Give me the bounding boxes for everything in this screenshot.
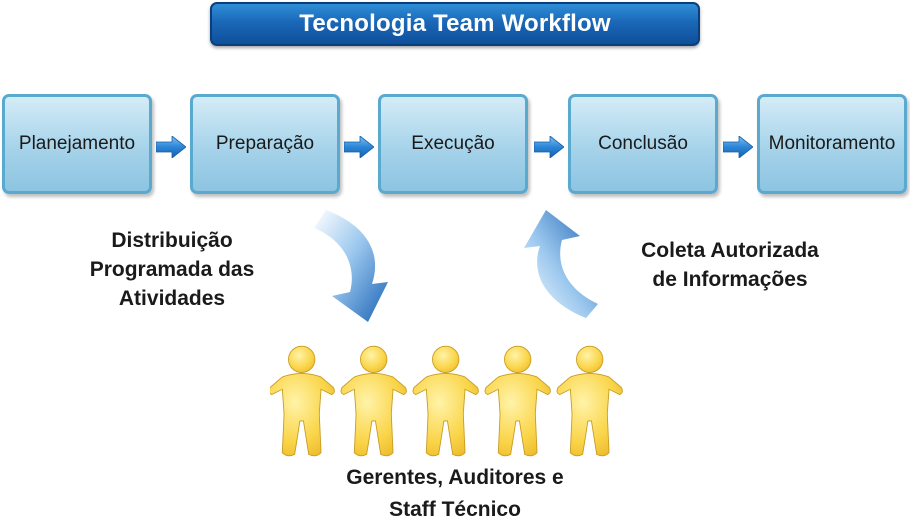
bottom-caption: Gerentes, Auditores e Staff Técnico xyxy=(300,462,610,526)
right-arrow-icon xyxy=(534,136,564,158)
person-icon xyxy=(412,345,479,457)
curved-up-arrow-icon xyxy=(524,210,598,318)
left-caption-line: Distribuição xyxy=(111,229,233,252)
bottom-caption-line: Staff Técnico xyxy=(389,498,521,521)
person-icon xyxy=(556,345,623,457)
step-label: Execução xyxy=(411,133,495,154)
diagram-title: Tecnologia Team Workflow xyxy=(299,10,611,37)
people-chain-icon xyxy=(270,345,623,457)
right-caption: Coleta Autorizada de Informações xyxy=(605,236,855,294)
step-label: Preparação xyxy=(215,133,315,154)
right-arrow-icon xyxy=(344,136,374,158)
right-arrow-icon xyxy=(156,136,186,158)
curved-down-arrow-icon xyxy=(314,210,388,322)
step-label: Conclusão xyxy=(598,133,688,154)
person-icon xyxy=(340,345,407,457)
person-icon xyxy=(270,345,335,457)
step-conclusao: Conclusão xyxy=(568,94,718,194)
step-execucao: Execução xyxy=(378,94,528,194)
left-caption: Distribuição Programada das Atividades xyxy=(62,226,282,313)
left-caption-line: Programada das xyxy=(89,258,255,281)
step-planejamento: Planejamento xyxy=(2,94,152,194)
right-caption-line: de Informações xyxy=(652,268,808,291)
step-preparacao: Preparação xyxy=(190,94,340,194)
title-banner: Tecnologia Team Workflow xyxy=(210,2,700,46)
right-caption-line: Coleta Autorizada xyxy=(641,239,819,262)
bottom-caption-line: Gerentes, Auditores e xyxy=(346,466,564,489)
step-label: Monitoramento xyxy=(768,133,896,154)
step-monitoramento: Monitoramento xyxy=(757,94,907,194)
person-icon xyxy=(484,345,551,457)
left-caption-line: Atividades xyxy=(118,287,226,310)
right-arrow-icon xyxy=(723,136,753,158)
step-label: Planejamento xyxy=(18,133,136,154)
